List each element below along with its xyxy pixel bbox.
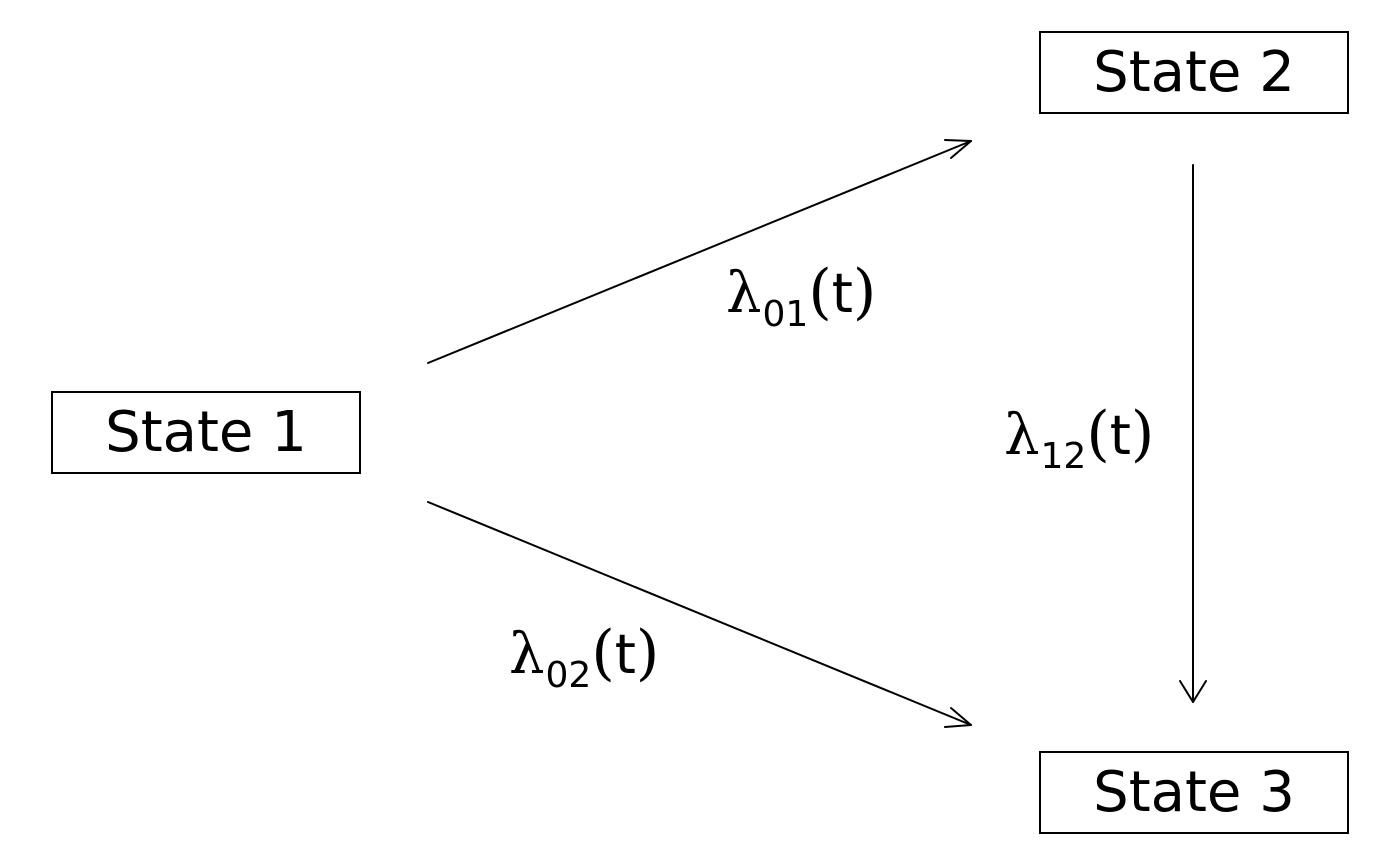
close-paren: ) <box>1130 399 1155 469</box>
lambda-symbol: λ <box>509 622 545 687</box>
state-2-box: State 2 <box>1039 31 1349 114</box>
state-2-label: State 2 <box>1093 39 1295 105</box>
state-1-box: State 1 <box>51 391 361 474</box>
close-paren: ) <box>635 618 660 688</box>
rate-label-12: λ12(t) <box>1004 404 1154 475</box>
close-paren: ) <box>852 257 877 327</box>
state-3-label: State 3 <box>1093 759 1295 825</box>
lambda-symbol: λ <box>1004 403 1040 468</box>
time-variable: t <box>1109 404 1131 467</box>
time-variable: t <box>831 262 853 325</box>
time-variable: t <box>614 623 636 686</box>
open-paren: ( <box>808 257 832 327</box>
rate-label-02: λ02(t) <box>509 623 659 694</box>
rate-subscript: 01 <box>762 294 809 335</box>
rate-subscript: 02 <box>545 655 592 696</box>
rate-label-01: λ01(t) <box>726 262 876 333</box>
arrow-1-to-2 <box>427 139 972 364</box>
state-3-box: State 3 <box>1039 751 1349 834</box>
lambda-symbol: λ <box>726 261 762 326</box>
open-paren: ( <box>1086 399 1110 469</box>
arrow-2-to-3 <box>1179 164 1207 703</box>
rate-subscript: 12 <box>1040 436 1087 477</box>
arrow-1-to-3 <box>427 501 972 728</box>
open-paren: ( <box>591 618 615 688</box>
state-1-label: State 1 <box>105 399 307 465</box>
